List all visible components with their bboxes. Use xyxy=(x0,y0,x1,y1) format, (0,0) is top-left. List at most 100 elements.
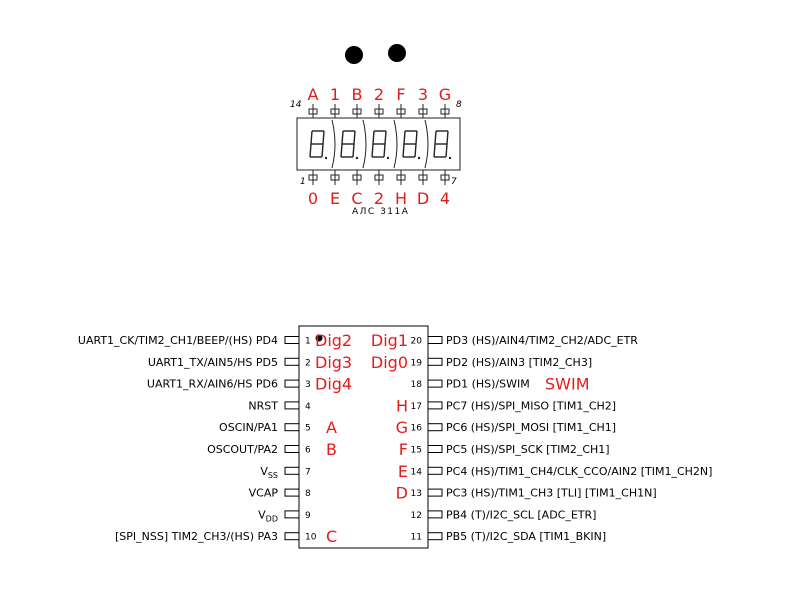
chip-left-pin-label: UART1_RX/AIN6/HS PD6 xyxy=(147,378,278,391)
digit-segment xyxy=(321,143,324,158)
chip-inner-left-annotation: C xyxy=(326,527,337,546)
corner-pin-bottom-right: 7 xyxy=(451,177,457,187)
display-top-pin-pad xyxy=(374,108,384,115)
digit-segment xyxy=(371,143,374,158)
chip-inner-left-annotation: Dig2 xyxy=(315,331,352,350)
digit-segment xyxy=(434,130,437,145)
display-digit xyxy=(309,130,328,160)
digit-decimal-point xyxy=(386,156,390,160)
chip-right-pin-lead xyxy=(427,401,443,410)
chip-right-pin-lead xyxy=(427,532,443,541)
chip-inner-right-annotation: Dig1 xyxy=(371,331,408,350)
digit-segment xyxy=(341,130,344,145)
chip-left-pin-number: 4 xyxy=(305,402,311,412)
digit-segment xyxy=(446,130,449,145)
chip-inner-right-annotation: Dig0 xyxy=(371,353,408,372)
display-bottom-pin-pad xyxy=(374,174,384,181)
chip-left-pin-label: VSS xyxy=(260,465,278,480)
display-bottom-label: E xyxy=(330,189,340,208)
chip-left-pin-lead xyxy=(284,445,300,453)
digit-segment xyxy=(433,143,436,158)
display-bottom-pin-pad xyxy=(396,174,406,181)
display-pins xyxy=(308,104,450,185)
chip-left-pin-lead xyxy=(284,488,300,497)
chip-left-pin-lead xyxy=(284,510,300,519)
chip-left-pin-number: 1 xyxy=(305,337,311,347)
chip-left-pin-lead xyxy=(284,532,300,541)
display-digits xyxy=(309,119,452,169)
chip-left-pin-label: OSCIN/PA1 xyxy=(219,421,278,434)
chip-left-pin-number: 3 xyxy=(305,380,311,390)
chip-right-pin-number: 20 xyxy=(411,337,423,347)
display-top-pin-pad xyxy=(396,108,406,115)
chip-left-pin-lead xyxy=(284,466,300,475)
digit-segment xyxy=(445,143,448,158)
display-bottom-label: 2 xyxy=(374,189,384,208)
chip-inner-left-annotation: Dig3 xyxy=(315,353,352,372)
chip-right-pin-label: PD2 (HS)/AIN3 [TIM2_CH3] xyxy=(446,356,592,369)
display-bottom-label: C xyxy=(351,189,362,208)
chip-right-pin-label: PB4 (T)/I2C_SCL [ADC_ETR] xyxy=(446,508,596,521)
chip-left-pin-number: 7 xyxy=(305,467,311,477)
chip-right-pin-lead xyxy=(427,510,443,519)
chip-right-pin-number: 16 xyxy=(411,424,423,434)
chip-pin-subscript: DD xyxy=(266,514,278,523)
digit-decimal-point xyxy=(417,156,421,160)
chip-inner-right-annotation: G xyxy=(396,418,408,437)
display-digit xyxy=(424,119,452,169)
chip-left-pin-label: NRST xyxy=(248,399,278,412)
display-top-pin-pad xyxy=(330,108,340,115)
chip-right-pin-label: PB5 (T)/I2C_SDA [TIM1_BKIN] xyxy=(446,530,606,543)
chip-right-pin-number: 12 xyxy=(411,511,422,521)
corner-pin-top-left: 14 xyxy=(290,100,302,110)
chip-right-pin-number: 19 xyxy=(411,358,423,368)
chip-inner-right-annotation: E xyxy=(398,462,408,481)
chip-left-pin-lead xyxy=(284,423,300,432)
chip-left-pin-label: VDD xyxy=(258,508,278,523)
chip-right-pin-label: PC3 (HS)/TIM1_CH3 [TLI] [TIM1_CH1N] xyxy=(446,487,657,500)
display-model-label: АЛС 311А xyxy=(352,207,409,217)
display-top-label: 2 xyxy=(374,85,384,104)
chip-inner-left-annotation: Dig4 xyxy=(315,375,352,394)
chip-right-pins: 20 PD3 (HS)/AIN4/TIM2_CH2/ADC_ETR 19 PD2 (H… xyxy=(371,331,713,543)
chip-right-pin-number: 15 xyxy=(411,446,422,456)
chip-right-pin-label: PC4 (HS)/TIM1_CH4/CLK_CCO/AIN2 [TIM1_CH2… xyxy=(446,465,712,478)
display-bottom-label: 4 xyxy=(440,189,450,208)
display-bottom-pin-pad xyxy=(440,174,450,181)
digit-segment xyxy=(383,143,386,158)
digit-segment xyxy=(414,143,417,158)
chip-right-pin-lead xyxy=(427,466,443,475)
chip-right-pin-label: PC6 (HS)/SPI_MOSI [TIM1_CH1] xyxy=(446,421,616,434)
chip-right-pin-lead xyxy=(427,488,443,497)
chip-right-pin-number: 11 xyxy=(411,533,422,543)
chip-outer-right-annotation: SWIM xyxy=(545,375,590,394)
display-body xyxy=(296,117,461,171)
digit-decimal-point xyxy=(324,156,328,160)
chip-right-pin-lead xyxy=(427,357,443,366)
digit-divider xyxy=(393,119,398,169)
black-dot-left xyxy=(345,46,363,64)
chip-right-pin-label: PD3 (HS)/AIN4/TIM2_CH2/ADC_ETR xyxy=(446,334,638,347)
chip-left-pin-number: 6 xyxy=(305,446,311,456)
display-top-label: 3 xyxy=(418,85,428,104)
chip-inner-left-annotation: B xyxy=(326,440,337,459)
chip-right-pin-lead xyxy=(427,445,443,453)
chip-left-pin-number: 2 xyxy=(305,358,311,368)
display-bottom-pin-pad xyxy=(330,174,340,181)
digit-segment xyxy=(384,130,387,145)
digit-divider xyxy=(424,119,429,169)
display-top-label: 1 xyxy=(330,85,340,104)
digit-segment xyxy=(403,130,406,145)
digit-decimal-point xyxy=(448,156,452,160)
display-bottom-pin-pad xyxy=(418,174,428,181)
digit-divider xyxy=(331,119,336,169)
display-top-label: A xyxy=(308,85,319,104)
chip-right-pin-lead xyxy=(427,379,443,388)
display-bottom-pin-pad xyxy=(352,174,362,181)
digit-segment xyxy=(353,130,356,145)
chip-left-pin-lead xyxy=(284,336,300,344)
digit-divider xyxy=(362,119,367,169)
chip-left-pin-number: 9 xyxy=(305,511,311,521)
